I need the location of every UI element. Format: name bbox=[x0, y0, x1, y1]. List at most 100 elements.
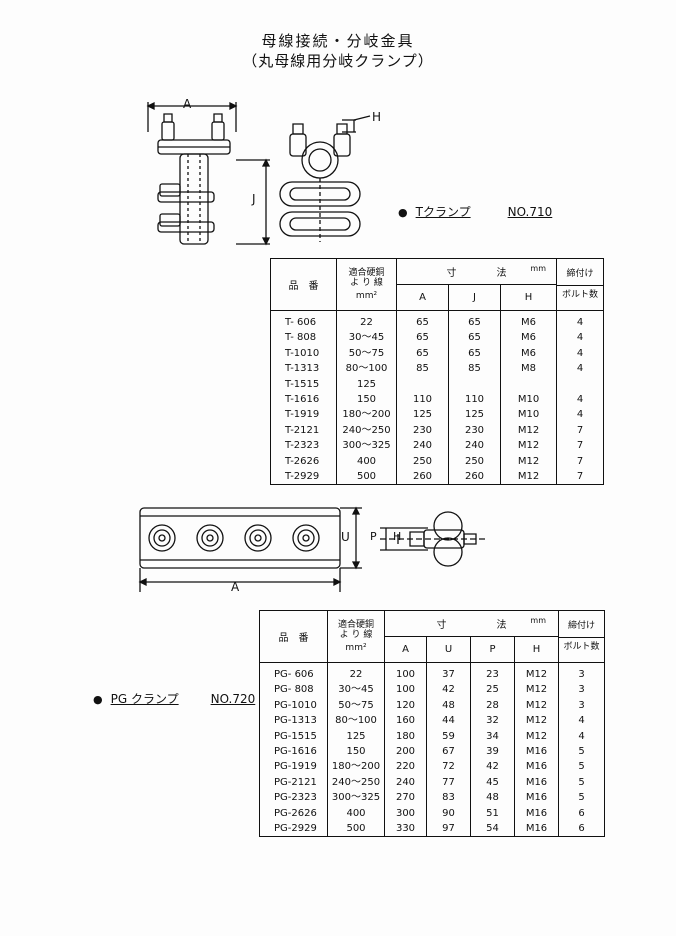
table-cell-a: 120 bbox=[384, 697, 427, 714]
table-cell-h: M6 bbox=[499, 345, 558, 362]
dim-label-u: U bbox=[341, 530, 350, 544]
table-cell-h: M6 bbox=[499, 310, 558, 331]
table-cell-h: M12 bbox=[514, 662, 559, 683]
table-cell-a: 240 bbox=[396, 438, 449, 454]
table-cell-h: M16 bbox=[514, 744, 559, 760]
table-cell-model: T-2626 bbox=[270, 453, 337, 470]
table-cell-a: 65 bbox=[396, 345, 449, 362]
table-cell-wire: 150 bbox=[327, 744, 385, 760]
table-cell-model: PG-2929 bbox=[259, 821, 328, 837]
table-cell-a: 180 bbox=[384, 728, 427, 745]
table-cell-model: PG- 808 bbox=[259, 682, 328, 698]
table-cell-a: 65 bbox=[396, 310, 449, 331]
table-cell-model: PG-2121 bbox=[259, 774, 328, 791]
table-cell-a: 65 bbox=[396, 330, 449, 346]
pg-clamp-label: ● PG クランプ NO.720 bbox=[93, 690, 255, 707]
table-cell-model: T-1010 bbox=[270, 345, 337, 362]
table-cell-h: M16 bbox=[514, 805, 559, 822]
t-clamp-number: NO.710 bbox=[507, 205, 553, 219]
page-subtitle: （丸母線用分岐クランプ） bbox=[242, 52, 434, 70]
pg-clamp-table: 品 番 適合硬銅 よ り 線 mm² 寸 法 mm 締付け ボルト数 A U P… bbox=[259, 610, 605, 838]
table-cell-u: 97 bbox=[426, 821, 471, 837]
table-cell-wire: 150 bbox=[336, 392, 397, 408]
table-cell-u: 44 bbox=[426, 713, 471, 729]
table-cell-model: T- 808 bbox=[270, 330, 337, 346]
table-cell-a: 300 bbox=[384, 805, 427, 822]
table-cell-a: 100 bbox=[384, 662, 427, 683]
table-cell-bolts: 6 bbox=[558, 805, 605, 822]
table-cell-model: PG-2323 bbox=[259, 790, 328, 806]
dim-label-h-pg: H bbox=[393, 530, 402, 543]
table-cell-bolts: 6 bbox=[558, 821, 605, 837]
table-cell-h: M16 bbox=[514, 759, 559, 775]
table-cell-p: 32 bbox=[470, 713, 515, 729]
header-col-p: P bbox=[470, 636, 515, 663]
dim-label-h: H bbox=[372, 110, 382, 124]
table-cell-bolts: 3 bbox=[558, 697, 605, 714]
table-cell-b bbox=[448, 376, 501, 393]
table-cell-wire: 22 bbox=[327, 662, 385, 683]
table-cell-model: PG-1616 bbox=[259, 744, 328, 760]
table-cell-h: M16 bbox=[514, 774, 559, 791]
table-cell-p: 39 bbox=[470, 744, 515, 760]
pg-clamp-name: PG クランプ bbox=[110, 692, 179, 706]
table-cell-a: 270 bbox=[384, 790, 427, 806]
table-cell-wire: 400 bbox=[327, 805, 385, 822]
pg-clamp-drawing bbox=[128, 498, 498, 594]
table-cell-wire: 125 bbox=[327, 728, 385, 745]
table-cell-p: 45 bbox=[470, 774, 515, 791]
header-col-a: A bbox=[396, 284, 449, 311]
table-cell-h bbox=[499, 376, 558, 393]
table-cell-p: 51 bbox=[470, 805, 515, 822]
table-cell-h: M8 bbox=[499, 361, 558, 377]
table-cell-bolts: 5 bbox=[558, 759, 605, 775]
table-cell-p: 34 bbox=[470, 728, 515, 745]
table-cell-wire: 300～325 bbox=[327, 790, 385, 806]
table-cell-h: M10 bbox=[499, 392, 558, 408]
table-cell-bolts: 4 bbox=[558, 713, 605, 729]
table-cell-u: 59 bbox=[426, 728, 471, 745]
table-cell-wire: 80～100 bbox=[327, 713, 385, 729]
table-cell-h: M12 bbox=[514, 713, 559, 729]
table-cell-h: M12 bbox=[499, 438, 558, 454]
table-cell-p: 25 bbox=[470, 682, 515, 698]
table-cell-wire: 80～100 bbox=[336, 361, 397, 377]
table-cell-bolts: 7 bbox=[556, 453, 605, 470]
table-cell-bolts: 7 bbox=[556, 438, 605, 454]
table-cell-wire: 240～250 bbox=[336, 422, 397, 439]
table-cell-p: 48 bbox=[470, 790, 515, 806]
table-cell-wire: 240～250 bbox=[327, 774, 385, 791]
header-bolts: 締付け ボルト数 bbox=[558, 610, 605, 663]
header-col-h: H bbox=[499, 284, 558, 311]
bullet-icon: ● bbox=[398, 206, 408, 219]
table-cell-a: 125 bbox=[396, 407, 449, 423]
table-cell-wire: 180～200 bbox=[336, 407, 397, 423]
table-cell-b: 65 bbox=[448, 310, 501, 331]
table-cell-h: M10 bbox=[499, 407, 558, 423]
header-wire: 適合硬銅 よ り 線 mm² bbox=[336, 258, 397, 311]
dim-label-j: J bbox=[252, 192, 256, 206]
table-cell-a: 260 bbox=[396, 469, 449, 485]
table-cell-model: T-1313 bbox=[270, 361, 337, 377]
table-cell-a: 250 bbox=[396, 453, 449, 470]
table-cell-b: 230 bbox=[448, 422, 501, 439]
table-cell-a: 160 bbox=[384, 713, 427, 729]
table-cell-bolts: 5 bbox=[558, 790, 605, 806]
table-cell-model: PG-1010 bbox=[259, 697, 328, 714]
dim-label-p: P bbox=[370, 530, 377, 543]
header-col-j: J bbox=[448, 284, 501, 311]
table-cell-p: 23 bbox=[470, 662, 515, 683]
table-cell-model: PG-1313 bbox=[259, 713, 328, 729]
